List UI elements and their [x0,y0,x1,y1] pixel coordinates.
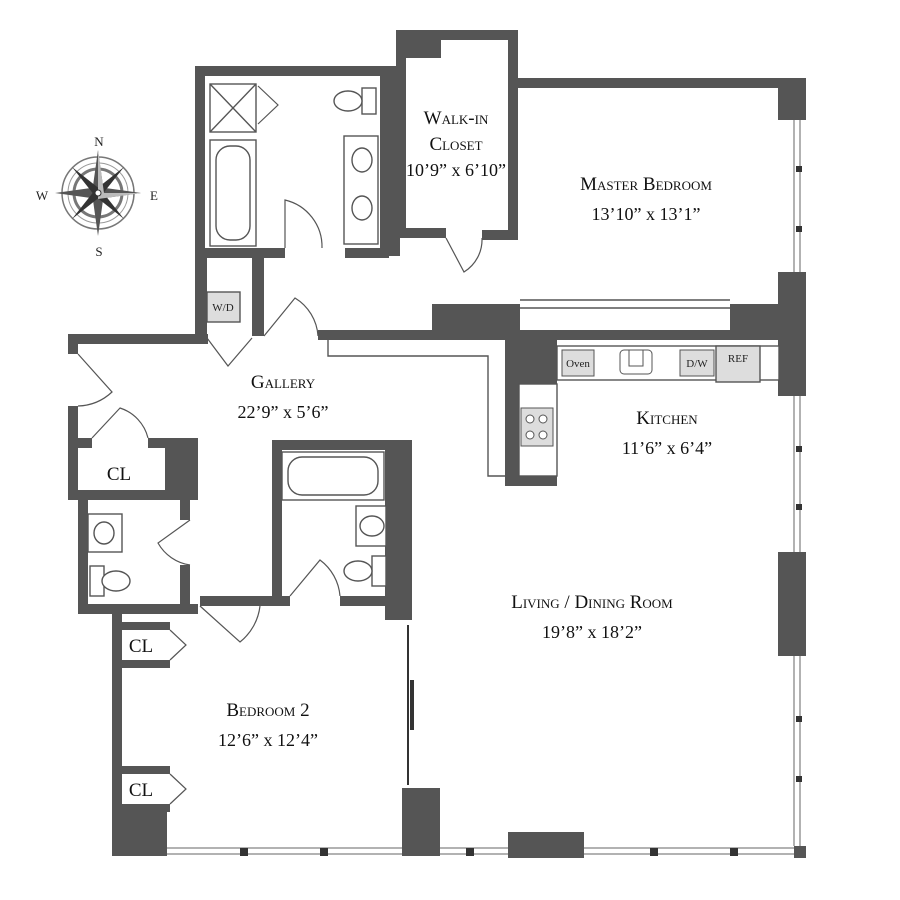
master-bedroom-dims: 13’10” x 13’1” [592,204,701,224]
bedroom-2-name: Bedroom 2 [226,700,309,721]
oven-label: Oven [566,358,590,370]
refrigerator-label: REF [728,353,748,365]
living-dining-name: Living / Dining Room [511,592,673,613]
compass-south-label: S [95,244,102,259]
gallery-dims: 22’9” x 5’6” [238,402,329,422]
kitchen-name: Kitchen [636,408,698,429]
closet-label-bedroom2-upper: CL [129,636,153,657]
walk-in-closet-name-line2: Closet [429,134,482,155]
closet-label-bedroom2-lower: CL [129,780,153,801]
compass-west-label: W [36,188,49,203]
kitchen-counter [518,345,780,477]
kitchen-dims: 11’6” x 6’4” [622,438,712,458]
walls [68,30,806,858]
compass-east-label: E [150,188,158,203]
walk-in-closet-dims: 10’9” x 6’10” [406,160,506,180]
compass-rose-icon [55,150,141,236]
interior-lines [327,299,730,785]
windows [167,120,802,856]
doors [77,85,483,805]
compass-north-label: N [94,134,104,149]
closet-label-gallery: CL [107,464,131,485]
living-dining-dims: 19’8” x 18’2” [542,622,642,642]
fixtures [87,83,387,597]
walk-in-closet-name-line1: Walk-in [424,108,489,129]
dishwasher-label: D/W [686,358,708,370]
washer-dryer-label: W/D [212,302,233,314]
gallery-name: Gallery [251,372,316,393]
bedroom-2-dims: 12’6” x 12’4” [218,730,318,750]
master-bedroom-name: Master Bedroom [580,174,712,195]
